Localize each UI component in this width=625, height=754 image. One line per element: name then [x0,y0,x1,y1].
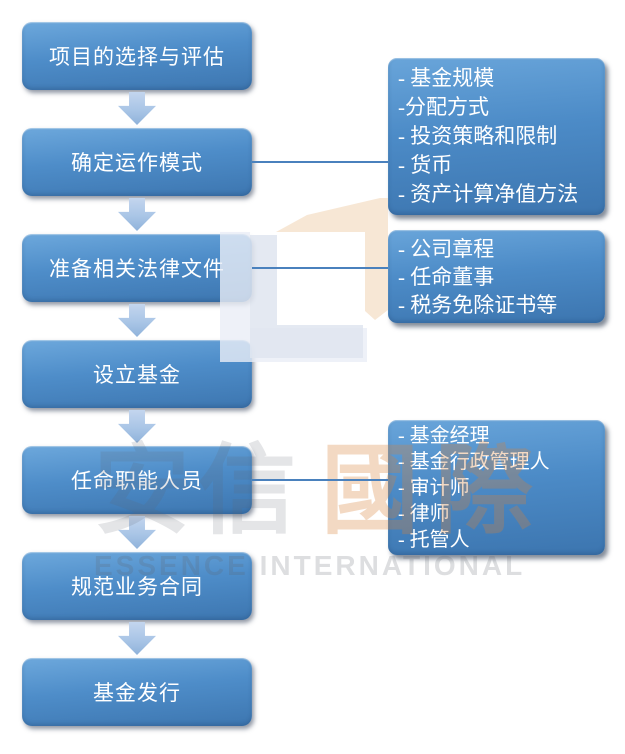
detail-item: - 基金经理 [398,424,490,447]
flow-step-appoint-personnel: 任命职能人员 [22,446,252,514]
flow-step-fund-issue: 基金发行 [22,658,252,726]
flow-step-project-selection: 项目的选择与评估 [22,22,252,90]
detail-item: - 公司章程 [398,236,495,261]
down-arrow-icon [118,622,156,655]
connector-line [252,267,388,269]
step-label: 确定运作模式 [71,151,203,175]
step-label: 任命职能人员 [71,469,203,493]
flow-step-establish-fund: 设立基金 [22,340,252,408]
flow-step-business-contracts: 规范业务合同 [22,552,252,620]
detail-item: - 审计师 [398,476,470,499]
down-arrow-icon [118,516,156,549]
down-arrow-icon [118,304,156,337]
flow-step-operation-mode: 确定运作模式 [22,128,252,196]
detail-box-personnel: - 基金经理 - 基金行政管理人 - 审计师 - 律师 - 托管人 [388,420,605,555]
detail-item: - 资产计算净值方法 [398,182,579,206]
detail-item: - 基金规模 [398,66,495,90]
down-arrow-icon [118,410,156,443]
detail-item: - 基金行政管理人 [398,450,550,473]
detail-box-legal-documents: - 公司章程 - 任命董事 - 税务免除证书等 [388,230,605,323]
detail-box-operation-mode: - 基金规模 -分配方式 - 投资策略和限制 - 货币 - 资产计算净值方法 [388,58,605,215]
connector-line [252,479,388,481]
step-label: 设立基金 [93,363,181,387]
step-label: 项目的选择与评估 [49,45,225,69]
detail-item: - 投资策略和限制 [398,124,558,148]
down-arrow-icon [118,198,156,231]
detail-item: - 律师 [398,502,450,525]
step-label: 规范业务合同 [71,575,203,599]
detail-item: - 托管人 [398,528,470,551]
detail-item: -分配方式 [398,95,489,119]
connector-line [252,161,388,163]
down-arrow-icon [118,92,156,125]
step-label: 基金发行 [93,681,181,705]
detail-item: - 税务免除证书等 [398,292,558,317]
flow-step-legal-documents: 准备相关法律文件 [22,234,252,302]
detail-item: - 任命董事 [398,264,495,289]
detail-item: - 货币 [398,153,453,177]
step-label: 准备相关法律文件 [49,257,225,281]
